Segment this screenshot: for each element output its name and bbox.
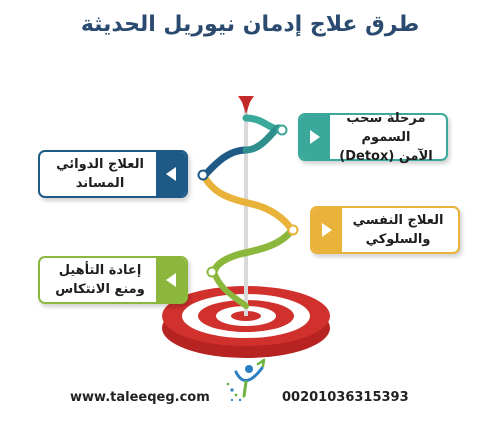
node-medication	[197, 169, 209, 181]
step-therapy-line1: العلاج النفسي	[352, 213, 444, 228]
step-medication-line1: العلاج الدوائي	[56, 157, 144, 172]
step-therapy-tab	[312, 208, 342, 252]
step-rehab-box: إعادة التأهيل ومنع الانتكاس	[38, 256, 188, 304]
step-therapy-box: العلاج النفسي والسلوكي	[310, 206, 460, 254]
step-rehab-line1: إعادة التأهيل	[58, 263, 142, 278]
page-title: طرق علاج إدمان نيوريل الحديثة	[80, 12, 420, 37]
step-therapy-line2: والسلوكي	[365, 232, 431, 247]
brand-logo-icon	[226, 358, 266, 402]
step-detox-tab	[300, 115, 330, 159]
node-rehab	[206, 266, 218, 278]
step-detox-line1: مرحلة سحب السموم	[346, 110, 426, 145]
arrow-fletching-icon	[240, 96, 252, 114]
ribbon-yellow	[200, 172, 296, 234]
step-detox-line2: الآمن (Detox)	[339, 148, 433, 164]
step-medication-box: العلاج الدوائي المساند	[38, 150, 188, 198]
phone-number[interactable]: 00201036315393	[282, 390, 409, 405]
node-therapy	[287, 224, 299, 236]
step-rehab-line2: ومنع الانتكاس	[55, 282, 145, 297]
node-detox	[276, 124, 288, 136]
ribbon-teal-connector	[242, 124, 284, 154]
ribbon-green	[210, 226, 296, 276]
step-rehab-tab	[156, 258, 186, 302]
step-medication-tab	[156, 152, 186, 196]
step-medication-line2: المساند	[75, 176, 125, 191]
step-detox-box: مرحلة سحب السموم الآمن (Detox)	[298, 111, 448, 164]
ribbon-green-tail	[211, 269, 249, 309]
ribbon-blue	[200, 146, 250, 180]
website-link[interactable]: www.taleeqeg.com	[70, 390, 210, 405]
